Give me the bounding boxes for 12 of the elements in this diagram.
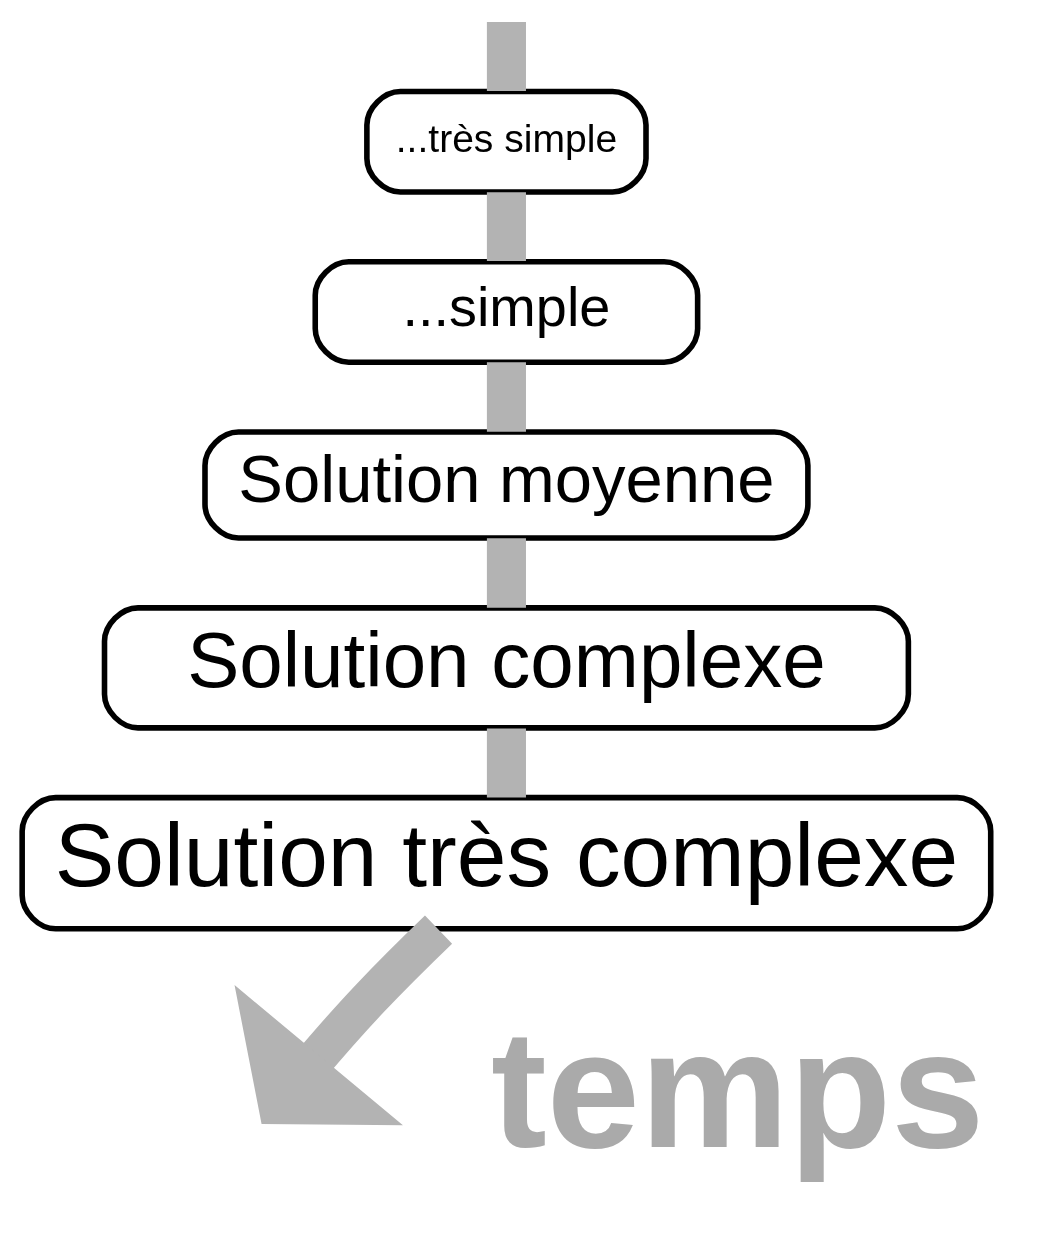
- connector: [486, 538, 526, 608]
- node-box: Solution complexe: [101, 605, 911, 731]
- connector: [486, 22, 526, 91]
- node-box: Solution moyenne: [201, 429, 811, 541]
- arrow: [234, 915, 452, 1126]
- node-box: ...très simple: [363, 88, 649, 195]
- node-box: Solution très complexe: [18, 794, 993, 932]
- label: temps: [490, 994, 984, 1182]
- connector: [486, 728, 526, 798]
- connector: [486, 192, 526, 262]
- connector: [486, 362, 526, 432]
- node-box: ...simple: [311, 258, 700, 365]
